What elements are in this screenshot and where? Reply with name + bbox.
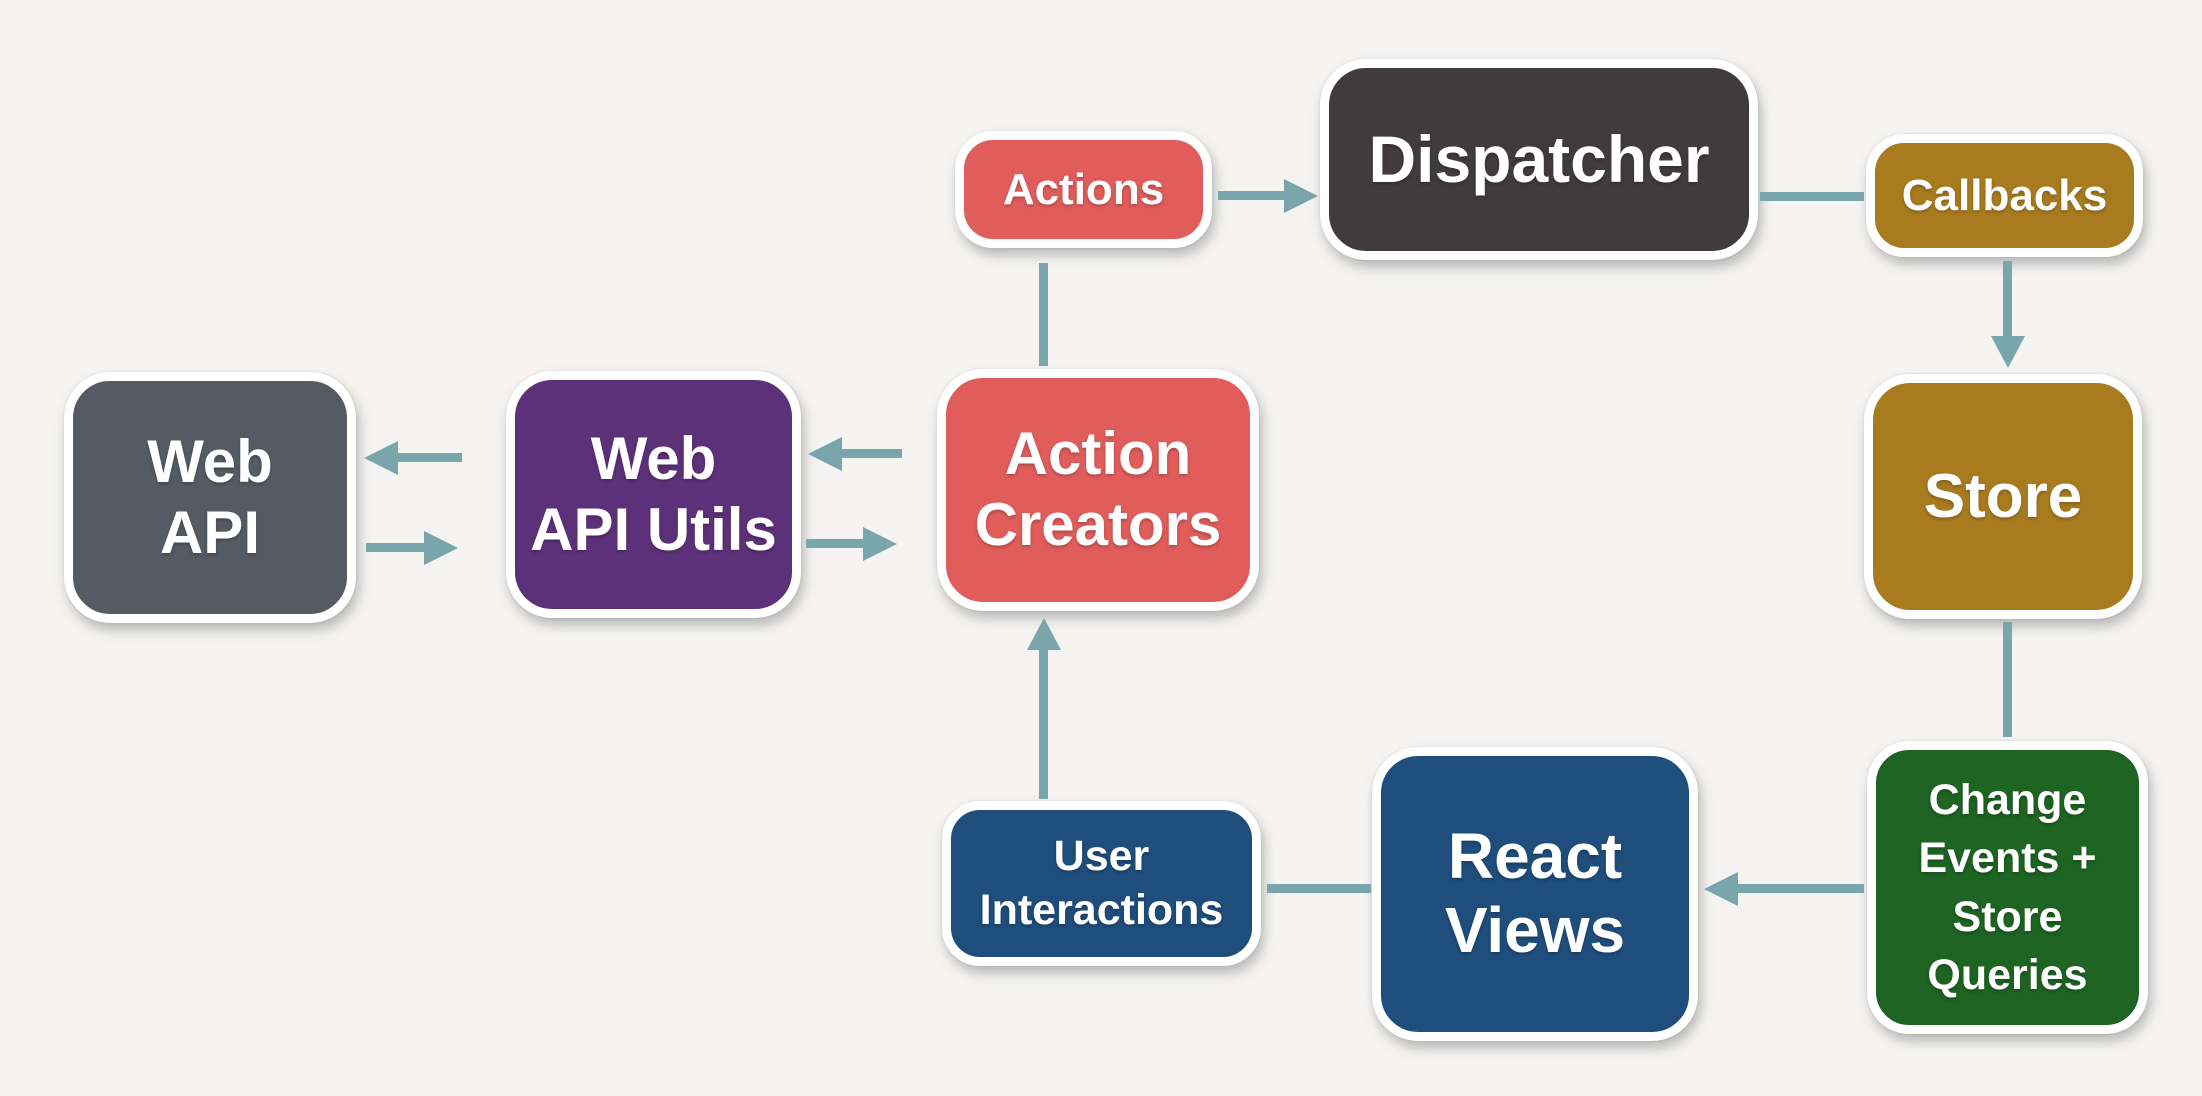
node-web-api-utils: Web API Utils (506, 371, 801, 618)
arrowhead-up-icon (1026, 618, 1061, 650)
node-change-events-store-queries: Change Events + Store Queries (1867, 741, 2148, 1034)
arrowhead-right-icon (1284, 178, 1318, 213)
node-actions: Actions (955, 131, 1212, 248)
arrowhead-right-icon (424, 530, 458, 565)
arrowhead-left-icon (364, 440, 398, 475)
node-action-creators: Action Creators (937, 369, 1259, 611)
node-dispatcher: Dispatcher (1320, 59, 1758, 260)
arrowhead-left-icon (1704, 871, 1738, 906)
node-web-api: Web API (64, 372, 356, 623)
node-user-interactions: User Interactions (942, 801, 1261, 966)
node-store: Store (1864, 374, 2142, 619)
node-react-views: React Views (1372, 747, 1698, 1041)
arrowhead-right-icon (863, 526, 897, 561)
arrowhead-down-icon (1990, 336, 2025, 368)
arrowhead-left-icon (808, 436, 842, 471)
node-callbacks: Callbacks (1866, 134, 2143, 257)
